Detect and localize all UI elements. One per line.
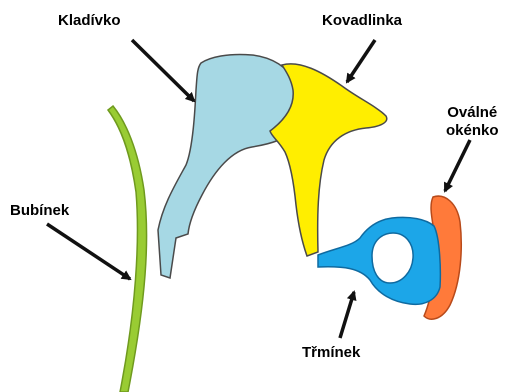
label-kladivko: Kladívko — [58, 12, 121, 30]
arrow-trminek — [340, 292, 354, 338]
label-bubinek: Bubínek — [10, 202, 69, 220]
trminek-shape — [318, 217, 440, 304]
label-trminek: Třmínek — [302, 344, 360, 362]
label-ovalne-okenko-line1: Oválné — [446, 104, 499, 122]
arrow-kladivko — [132, 40, 194, 101]
arrow-ovalne-okenko — [445, 140, 470, 191]
label-ovalne-okenko-line2: okénko — [446, 122, 499, 140]
bubinek-shape — [108, 106, 147, 392]
arrow-kovadlinka — [347, 40, 375, 82]
arrow-bubinek — [47, 224, 130, 279]
label-ovalne-okenko: Oválné okénko — [446, 104, 499, 140]
label-kovadlinka: Kovadlinka — [322, 12, 402, 30]
